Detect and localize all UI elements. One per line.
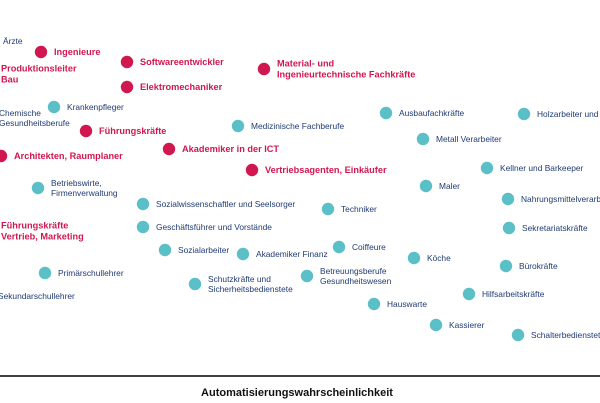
point-label-primaerschullehrer: Primärschullehrer xyxy=(58,268,124,278)
point-label-kassierer: Kassierer xyxy=(449,320,485,330)
point-krankenpfleger xyxy=(47,100,61,114)
point-primaerschullehrer xyxy=(38,266,52,280)
point-techniker xyxy=(321,202,335,216)
point-elektromechaniker xyxy=(120,80,134,94)
point-material-und-ingenieurtechnische-fachkraefte xyxy=(257,62,271,76)
point-label-kellner-und-barkeeper: Kellner und Barkeeper xyxy=(500,163,584,173)
point-label-buerokraefte: Bürokräfte xyxy=(519,261,558,271)
point-label-metall-verarbeiter: Metall Verarbeiter xyxy=(436,134,502,144)
point-label-elektromechaniker: Elektromechaniker xyxy=(140,82,223,92)
point-label-sekundarschullehrer: Sekundarschullehrer xyxy=(0,291,75,301)
point-label-techniker: Techniker xyxy=(341,204,377,214)
point-sozialarbeiter xyxy=(158,243,172,257)
point-label-nahrungsmittelverarbeiter: Nahrungsmittelverarbeiter xyxy=(521,194,600,204)
point-label-fuehrungskraefte: Führungskräfte xyxy=(99,126,166,136)
point-label-architekten-raumplaner: Architekten, Raumplaner xyxy=(14,151,123,161)
point-label-schalterbedienstete: Schalterbedienstete xyxy=(531,330,600,340)
point-metall-verarbeiter xyxy=(416,132,430,146)
point-label-maler: Maler xyxy=(439,181,460,191)
point-label-hilfsarbeitskraefte: Hilfsarbeitskräfte xyxy=(482,289,545,299)
point-label-softwareentwickler: Softwareentwickler xyxy=(140,57,224,67)
point-label-akademiker-in-der-ict: Akademiker in der ICT xyxy=(182,144,279,154)
point-kellner-und-barkeeper xyxy=(480,161,494,175)
point-nahrungsmittelverarbeiter xyxy=(501,192,515,206)
point-label-aerzte: Ärzte xyxy=(3,36,23,46)
point-label-sozialwissenschaftler-und-seelsorger: Sozialwissenschaftler und Seelsorger xyxy=(156,199,295,209)
point-label-sekretariatskraefte: Sekretariatskräfte xyxy=(522,223,588,233)
point-betreuungsberufe-gesundheitswesen xyxy=(300,269,314,283)
point-hilfsarbeitskraefte xyxy=(462,287,476,301)
point-label-vertriebsagenten-einkaeufer: Vertriebsagenten, Einkäufer xyxy=(265,165,387,175)
point-label-sozialarbeiter: Sozialarbeiter xyxy=(178,245,229,255)
point-maler xyxy=(419,179,433,193)
point-coiffeure xyxy=(332,240,346,254)
point-schalterbedienstete xyxy=(511,328,525,342)
point-label-betriebswirte-firmenverwaltung: Betriebswirte,Firmenverwaltung xyxy=(51,178,118,198)
point-vertriebsagenten-einkaeufer xyxy=(245,163,259,177)
point-label-coiffeure: Coiffeure xyxy=(352,242,386,252)
point-ingenieure xyxy=(34,45,48,59)
point-akademiker-finanz xyxy=(236,247,250,261)
point-sozialwissenschaftler-und-seelsorger xyxy=(136,197,150,211)
point-label-akademiker-finanz: Akademiker Finanz xyxy=(256,249,328,259)
point-ausbaufachkraefte xyxy=(379,106,393,120)
point-label-ausbaufachkraefte: Ausbaufachkräfte xyxy=(399,108,465,118)
x-axis-title: Automatisierungswahrscheinlichkeit xyxy=(201,387,393,399)
point-architekten-raumplaner xyxy=(0,149,8,163)
point-koeche xyxy=(407,251,421,265)
point-label-ingenieure: Ingenieure xyxy=(54,47,100,57)
point-softwareentwickler xyxy=(120,55,134,69)
point-hauswarte xyxy=(367,297,381,311)
point-sekretariatskraefte xyxy=(502,221,516,235)
point-label-krankenpfleger: Krankenpfleger xyxy=(67,102,124,112)
point-geschaeftsfuehrer-und-vorstaende xyxy=(136,220,150,234)
point-holzarbeiter-und-maler xyxy=(517,107,531,121)
point-akademiker-in-der-ict xyxy=(162,142,176,156)
point-label-holzarbeiter-und-maler: Holzarbeiter und Maler xyxy=(537,109,600,119)
point-label-koeche: Köche xyxy=(427,253,451,263)
point-label-medizinische-fachberufe: Medizinische Fachberufe xyxy=(251,121,344,131)
point-medizinische-fachberufe xyxy=(231,119,245,133)
point-kassierer xyxy=(429,318,443,332)
point-betriebswirte-firmenverwaltung xyxy=(31,181,45,195)
point-schutzkraefte-und-sicherheitsbedienstete xyxy=(188,277,202,291)
point-label-geschaeftsfuehrer-und-vorstaende: Geschäftsführer und Vorstände xyxy=(156,222,272,232)
point-buerokraefte xyxy=(499,259,513,273)
point-fuehrungskraefte xyxy=(79,124,93,138)
point-label-hauswarte: Hauswarte xyxy=(387,299,427,309)
